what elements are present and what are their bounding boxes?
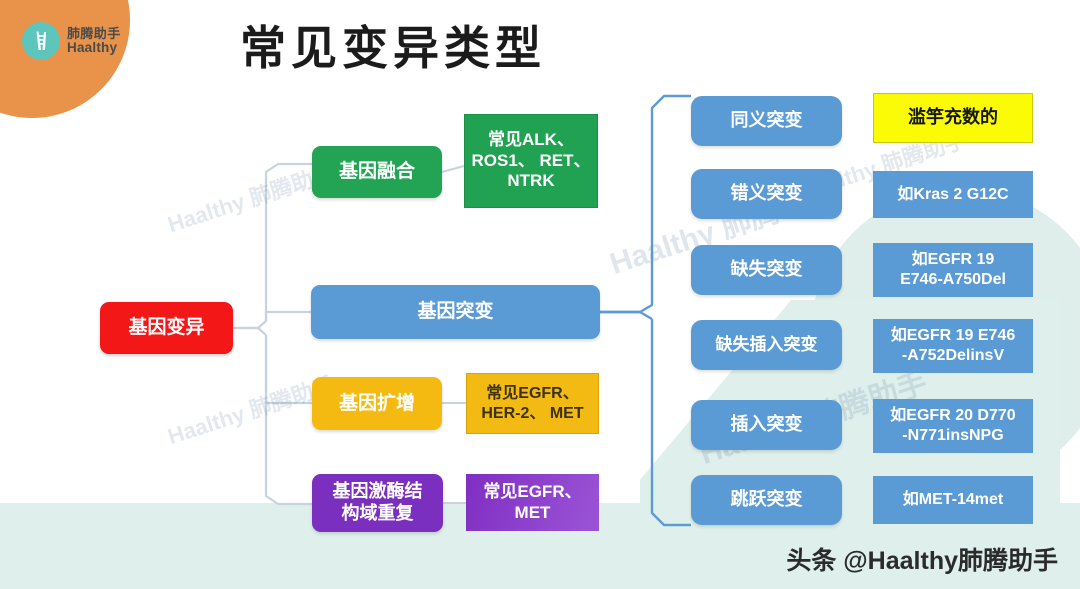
node-insertion-mutation[interactable]: 插入突变	[691, 400, 842, 450]
node-synonymous-mutation[interactable]: 同义突变	[691, 96, 842, 146]
node-kinase-domain-duplication-detail[interactable]: 常见EGFR、 MET	[466, 474, 599, 531]
footer-watermark: 头条 @Haalthy肺腾助手	[786, 547, 1058, 575]
node-deletion-insertion-mutation[interactable]: 缺失插入突变	[691, 320, 842, 370]
node-gene-amplification-detail[interactable]: 常见EGFR、 HER-2、 MET	[466, 373, 599, 434]
brand-logo-text: 肺腾助手 Haalthy	[67, 25, 121, 56]
node-gene-amplification[interactable]: 基因扩增	[312, 377, 442, 430]
brand-logo: 肺腾助手 Haalthy	[22, 22, 121, 60]
ladder-lung-logo-icon	[22, 22, 60, 60]
node-skipping-mutation-detail[interactable]: 如MET-14met	[873, 476, 1033, 524]
node-missense-mutation-detail[interactable]: 如Kras 2 G12C	[873, 171, 1033, 218]
node-gene-fusion-detail[interactable]: 常见ALK、 ROS1、 RET、 NTRK	[464, 114, 598, 208]
node-deletion-insertion-mutation-detail[interactable]: 如EGFR 19 E746 -A752DelinsV	[873, 319, 1033, 373]
node-missense-mutation[interactable]: 错义突变	[691, 169, 842, 219]
node-kinase-domain-duplication[interactable]: 基因激酶结 构域重复	[312, 474, 443, 532]
node-deletion-mutation-detail[interactable]: 如EGFR 19 E746-A750Del	[873, 243, 1033, 297]
brand-name-cn: 肺腾助手	[67, 25, 121, 41]
brand-name-en: Haalthy	[67, 39, 118, 55]
node-skipping-mutation[interactable]: 跳跃突变	[691, 475, 842, 525]
node-synonymous-mutation-detail[interactable]: 滥竽充数的	[873, 93, 1033, 143]
page-title: 常见变异类型	[240, 22, 546, 74]
node-deletion-mutation[interactable]: 缺失突变	[691, 245, 842, 295]
node-insertion-mutation-detail[interactable]: 如EGFR 20 D770 -N771insNPG	[873, 399, 1033, 453]
node-gene-fusion[interactable]: 基因融合	[312, 146, 442, 198]
node-gene-variation[interactable]: 基因变异	[100, 302, 233, 354]
node-gene-mutation[interactable]: 基因突变	[311, 285, 600, 339]
